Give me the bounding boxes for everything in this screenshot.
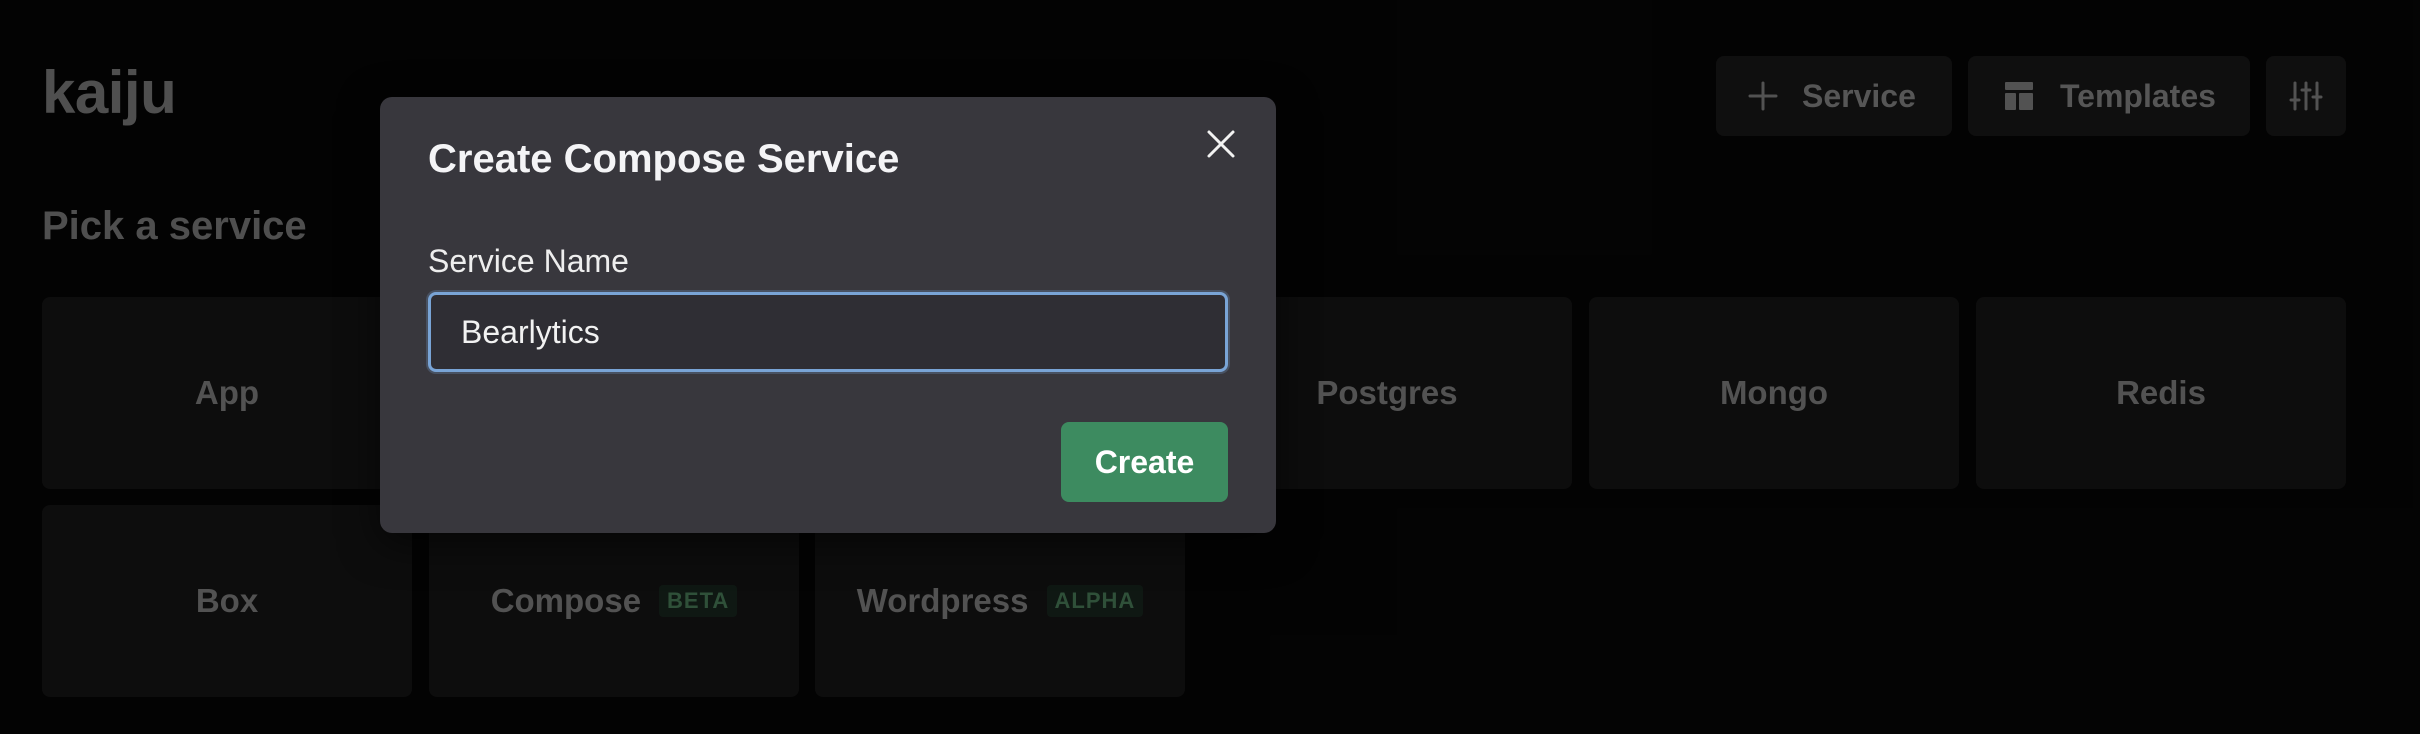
layout-icon <box>2004 81 2034 111</box>
service-card-box[interactable]: Box <box>42 505 412 697</box>
service-card-compose[interactable]: Compose BETA <box>429 505 799 697</box>
settings-button[interactable] <box>2266 56 2346 136</box>
create-compose-dialog: Create Compose Service Service Name Crea… <box>380 97 1276 533</box>
close-button[interactable] <box>1200 125 1242 167</box>
close-icon <box>1206 129 1236 164</box>
service-card-label: Postgres <box>1316 374 1458 411</box>
service-name-input[interactable] <box>428 292 1228 372</box>
add-service-button[interactable]: Service <box>1716 56 1952 136</box>
service-name-label: Service Name <box>428 243 629 279</box>
alpha-badge: ALPHA <box>1046 585 1144 617</box>
service-card-label: Mongo <box>1719 374 1829 411</box>
service-card-label: Redis <box>2116 374 2206 411</box>
service-card-label: App <box>194 374 260 411</box>
app-title: kaiju <box>42 59 177 126</box>
add-service-label: Service <box>1802 77 1916 114</box>
templates-label: Templates <box>2060 77 2216 114</box>
dialog-title: Create Compose Service <box>428 137 900 181</box>
templates-button[interactable]: Templates <box>1968 56 2250 136</box>
plus-icon <box>1748 81 1778 111</box>
section-title: Pick a service <box>42 204 307 248</box>
header-actions: Service Templates <box>1716 56 2346 136</box>
service-card-label: Box <box>195 582 259 619</box>
service-card-mongo[interactable]: Mongo <box>1589 297 1959 489</box>
service-card-label: Wordpress <box>856 582 1029 619</box>
create-button[interactable]: Create <box>1061 422 1228 502</box>
service-card-label: Compose <box>490 582 642 619</box>
service-card-app[interactable]: App <box>42 297 412 489</box>
sliders-icon <box>2289 80 2323 112</box>
service-card-redis[interactable]: Redis <box>1976 297 2346 489</box>
service-card-wordpress[interactable]: Wordpress ALPHA <box>815 505 1185 697</box>
beta-badge: BETA <box>659 585 738 617</box>
